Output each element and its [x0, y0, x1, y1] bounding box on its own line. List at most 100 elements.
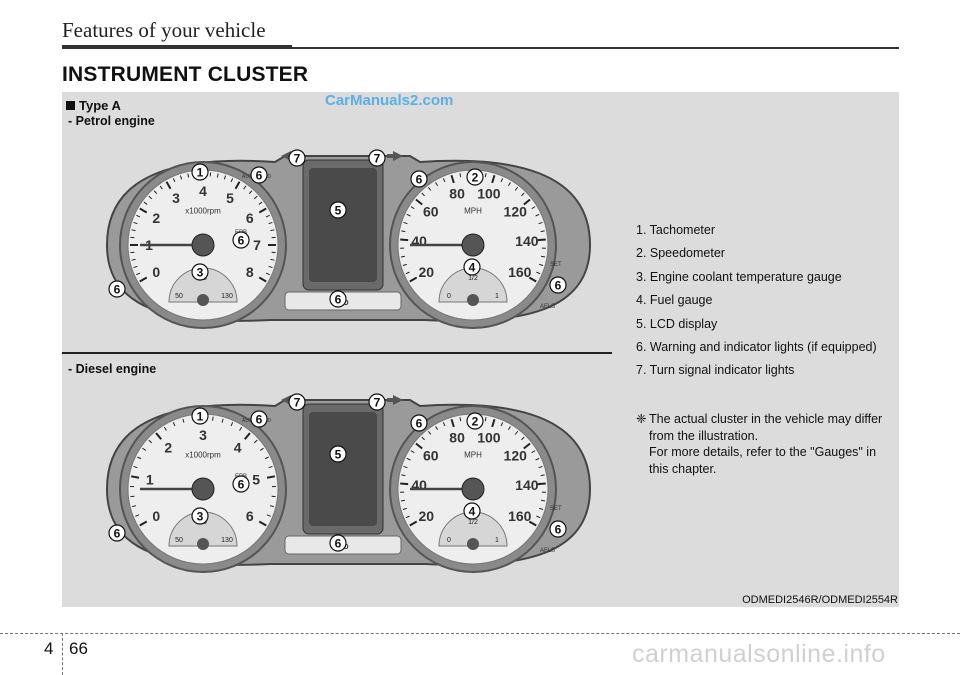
speedometer-tick — [539, 263, 544, 266]
callout-number: 6 — [238, 478, 245, 492]
speedometer-tick — [406, 213, 411, 217]
note-line: The actual cluster in the vehicle may di… — [649, 412, 883, 426]
callout-badge — [250, 410, 268, 428]
speedometer-tick — [400, 482, 409, 486]
speedometer-tick — [405, 271, 410, 275]
tachometer-tick — [258, 201, 263, 205]
speedometer-tick — [531, 206, 536, 210]
tachometer-tick — [270, 258, 275, 261]
tachometer-tick-label: 3 — [199, 427, 207, 443]
speedometer-tick-label: 120 — [504, 447, 528, 463]
callout-number: 7 — [294, 152, 301, 166]
tachometer-tick-label: 3 — [172, 190, 180, 206]
speedometer-tick — [514, 186, 519, 191]
tachometer-tick — [132, 505, 137, 508]
callout-badge — [329, 534, 347, 552]
callout-badge — [549, 520, 567, 538]
speedometer-tick-label: 160 — [508, 508, 532, 524]
callout-number: 6 — [238, 234, 245, 248]
type-label-text: Type A — [79, 98, 121, 113]
speedometer-tick — [409, 276, 418, 283]
tachometer-tick — [239, 426, 243, 431]
speedometer-tick-label: 160 — [508, 264, 532, 280]
speedometer-tick — [410, 206, 415, 210]
legend-item: 5. LCD display — [636, 316, 718, 331]
tachometer-hub — [191, 477, 215, 501]
callout-badge — [108, 280, 126, 298]
fuel-gauge-label: 0 — [447, 293, 451, 300]
callout-number: 6 — [256, 413, 263, 427]
tachometer-tick-label: 2 — [152, 210, 160, 226]
lcd-screen — [309, 412, 377, 526]
callout-number: 7 — [294, 396, 301, 410]
speedometer-tick — [427, 430, 432, 435]
speedometer-tick — [450, 418, 455, 428]
speedometer-tick — [400, 255, 406, 258]
set-indicator: SET — [550, 506, 562, 512]
tachometer-tick-label: 4 — [199, 183, 207, 199]
tachometer-tick — [159, 185, 163, 190]
tachometer-tick — [266, 514, 271, 517]
tachometer-tick — [165, 181, 172, 190]
speedometer-tick — [500, 422, 504, 427]
tachometer-tick — [133, 265, 138, 269]
callout-number: 5 — [335, 204, 342, 218]
speedometer-tick-label: 100 — [477, 185, 501, 201]
tachometer-tick-label: 0 — [152, 264, 160, 280]
speedometer-tick — [538, 221, 543, 225]
turn-right-icon — [387, 395, 403, 405]
fuel-gauge-hub — [467, 538, 479, 550]
speedometer-tick-label: 60 — [423, 447, 439, 463]
callout-number: 4 — [469, 261, 476, 275]
speedometer-tick — [491, 418, 496, 428]
speedometer-tick — [536, 515, 541, 519]
speedometer-tick — [507, 426, 511, 431]
tachometer-tick — [265, 272, 270, 276]
tachometer-tick — [234, 181, 241, 190]
tachometer-tick — [253, 195, 258, 200]
tachometer-tick — [268, 265, 273, 269]
callout-badge — [288, 149, 306, 167]
tachometer-tick-label: 5 — [252, 472, 260, 488]
tachometer-tick — [268, 465, 273, 469]
callout-number: 1 — [197, 166, 204, 180]
tachometer-tick — [265, 214, 270, 218]
callout-badge — [250, 166, 268, 184]
speedometer-tick — [537, 238, 546, 242]
tachometer-tick — [142, 447, 147, 451]
temp-gauge-label: 50 — [175, 293, 183, 300]
callout-badge — [288, 393, 306, 411]
speedometer-tick — [421, 436, 425, 441]
tachometer-tick-label: 5 — [226, 190, 234, 206]
tachometer-tick — [187, 173, 190, 178]
callout-badge — [549, 276, 567, 294]
speedometer-tick — [539, 507, 544, 510]
fuel-gauge-hub — [467, 294, 479, 306]
tachometer-tick-label: 1 — [146, 472, 154, 488]
tachometer-tick — [133, 465, 138, 469]
speedometer-tick — [402, 507, 407, 510]
tachometer-tick — [221, 418, 224, 423]
speedometer-tick — [528, 276, 537, 283]
tachometer-tick — [172, 178, 176, 183]
callout-badge — [410, 170, 428, 188]
tachometer-tick — [133, 221, 138, 225]
callout-badge — [191, 407, 209, 425]
fuel-gauge-label: 1/2 — [468, 519, 478, 526]
callout-badge — [410, 414, 428, 432]
callout-badge — [463, 502, 481, 520]
speedometer-tick — [535, 457, 540, 461]
tachometer-tick-label: 7 — [253, 237, 261, 253]
speedometer-tick — [410, 450, 415, 454]
speedometer-tick — [406, 457, 411, 461]
speedometer-tick — [535, 213, 540, 217]
speedometer-hub — [461, 477, 485, 501]
tachometer-tick-label: 6 — [246, 508, 254, 524]
tachometer-tick — [212, 416, 214, 421]
tachometer-tick-label: 0 — [152, 508, 160, 524]
speedometer-tick-label: 140 — [515, 233, 539, 249]
speedometer-tick — [540, 474, 545, 477]
note: ❈ The actual cluster in the vehicle may … — [636, 411, 898, 477]
speedometer-tick-label: 100 — [477, 429, 501, 445]
speedometer-tick — [538, 465, 543, 469]
